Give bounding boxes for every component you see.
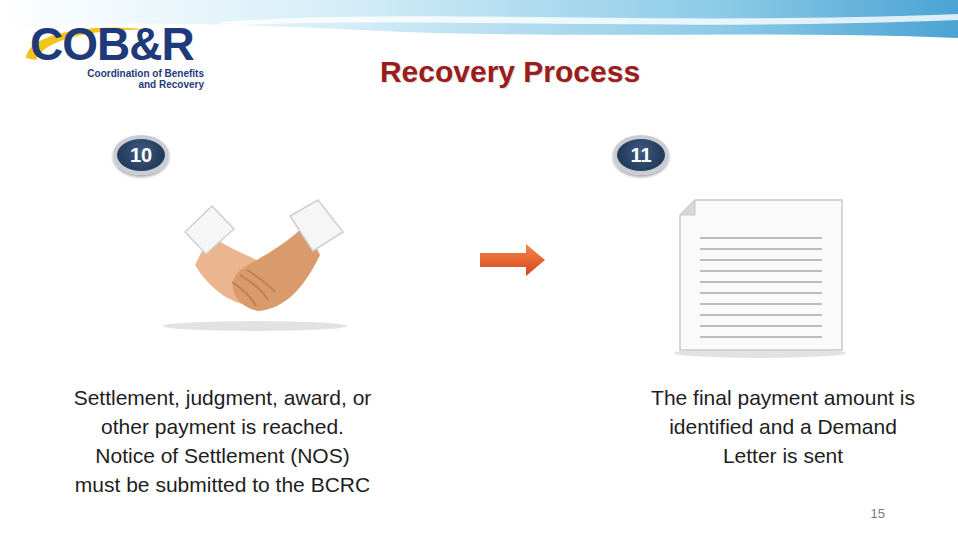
step-badge: 11: [613, 135, 669, 175]
logo-subtitle: Coordination of Benefits and Recovery: [78, 68, 204, 90]
handshake-illustration: [163, 200, 347, 331]
step-badge: 10: [113, 135, 169, 175]
step-number: 10: [130, 145, 152, 165]
flow-arrow: [480, 244, 545, 276]
page-number: 15: [835, 506, 885, 521]
step-description: The final payment amount is identified a…: [648, 383, 918, 470]
step-panel: Settlement, judgment, award, or other pa…: [70, 135, 480, 510]
step-description: Settlement, judgment, award, or other pa…: [70, 383, 375, 499]
header-swoosh: [220, 14, 958, 26]
step-panel: The final payment amount is identified a…: [545, 135, 925, 510]
logo-wordmark: COB&R: [30, 20, 230, 68]
step-number: 11: [630, 145, 651, 165]
slide-title: Recovery Process: [310, 55, 710, 89]
document-illustration: [674, 200, 846, 358]
